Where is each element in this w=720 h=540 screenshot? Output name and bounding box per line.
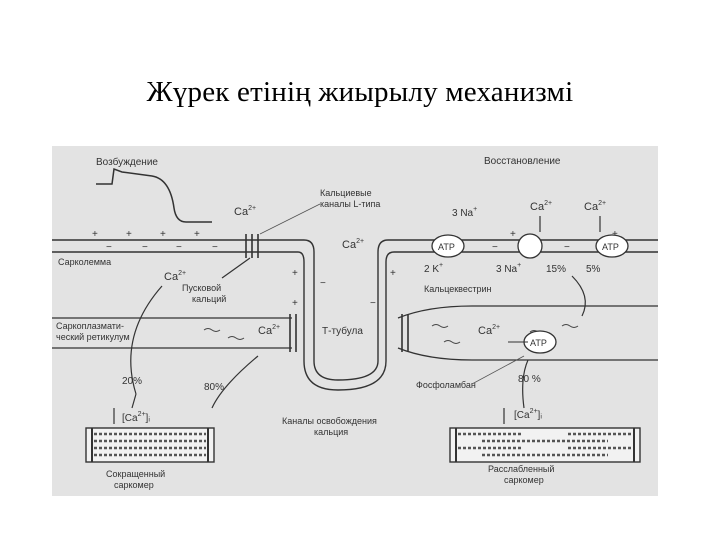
- release-channels: [289, 314, 409, 352]
- contracted-sarcomere: [85, 427, 215, 463]
- atp-pump-nak: [431, 234, 465, 258]
- charge-minus: −: [492, 242, 498, 253]
- sarcolemma-label: Сарколемма: [58, 257, 111, 267]
- ca-i-label: [Ca2+]ᵢ: [122, 411, 150, 424]
- charge-plus: +: [292, 268, 298, 279]
- excitation-label: Возбуждение: [96, 156, 158, 168]
- exchanger-label: Кальцеквестрин: [424, 284, 492, 294]
- phospholamban-label: Фосфоламбан: [416, 380, 476, 390]
- action-potential-curve: [96, 167, 212, 223]
- pct-80-label: 80%: [204, 382, 224, 393]
- charge-minus: −: [320, 278, 326, 289]
- relaxed-sarcomere: [449, 427, 641, 463]
- ca-influx-arrow: [221, 257, 251, 279]
- t-tubule-label: Т-тубула: [322, 325, 363, 337]
- ca-label: Ca2+: [530, 200, 552, 213]
- charge-minus: −: [370, 298, 376, 309]
- pct-20-label: 20%: [122, 376, 142, 387]
- charge-minus: −: [176, 242, 182, 253]
- atp-label: ATP: [602, 242, 619, 252]
- l-type-channels-label-line1: Кальциевые: [320, 188, 372, 198]
- membrane-charges: + + + + − − − − + + − + − − + − +: [92, 229, 618, 309]
- atp-pump-sarcolemma: [595, 234, 629, 258]
- sarcoplasmic-reticulum: [52, 305, 658, 361]
- ca-label: Ca2+: [258, 324, 280, 337]
- contracted-sarcomere-label-line1: Сокращенный: [106, 469, 165, 479]
- charge-minus: −: [564, 242, 570, 253]
- trigger-calcium-label-line1: Пусковой: [182, 283, 221, 293]
- atp-label: ATP: [438, 242, 455, 252]
- release-channels-label-line2: кальция: [314, 427, 348, 437]
- charge-plus: +: [390, 268, 396, 279]
- charge-plus: +: [194, 229, 200, 240]
- charge-minus: −: [106, 242, 112, 253]
- pct-80b-label: 80 %: [518, 374, 541, 385]
- charge-plus: +: [292, 298, 298, 309]
- charge-minus: −: [142, 242, 148, 253]
- charge-plus: +: [160, 229, 166, 240]
- atp-label: ATP: [530, 338, 547, 348]
- ca-label: Ca2+: [234, 205, 256, 218]
- ca-label: Ca2+: [478, 324, 500, 337]
- na-label: 3 Na+: [452, 206, 477, 219]
- pct-5-label: 5%: [586, 264, 601, 275]
- l-type-channels-label-line2: каналы L-типа: [320, 199, 380, 209]
- sr-label-line2: ческий ретикулум: [56, 332, 130, 342]
- ca-i-arrows: [113, 408, 505, 424]
- na-ca-exchanger: [517, 233, 543, 259]
- trigger-calcium-label-line2: кальций: [192, 294, 226, 304]
- ca-label: Ca2+: [584, 200, 606, 213]
- na-label: 3 Na+: [496, 262, 521, 275]
- charge-plus: +: [510, 229, 516, 240]
- slide-title: Жүрек етінің жиырылу механизмі: [146, 76, 574, 108]
- calcium-cycle-diagram: Возбуждение Восстановление Сарколемма + …: [52, 146, 658, 496]
- recovery-label: Восстановление: [484, 156, 561, 167]
- sarcolemma-membrane: [52, 239, 658, 391]
- l-type-calcium-channel: [245, 234, 259, 258]
- release-channels-label-line1: Каналы освобождения: [282, 416, 377, 426]
- recovery-arrows: [539, 216, 601, 317]
- ca-i-label: [Ca2+]ᵢ: [514, 408, 542, 421]
- pct-15-label: 15%: [546, 264, 566, 275]
- ca-label: Ca2+: [342, 238, 364, 251]
- charge-plus: +: [126, 229, 132, 240]
- k-label: 2 K+: [424, 262, 443, 275]
- relaxed-sarcomere-label-line2: саркомер: [504, 475, 544, 485]
- charge-plus: +: [612, 229, 618, 240]
- flux-arrows: [130, 285, 529, 409]
- relaxed-sarcomere-label-line1: Расслабленный: [488, 464, 554, 474]
- charge-plus: +: [92, 229, 98, 240]
- contracted-sarcomere-label-line2: саркомер: [114, 480, 154, 490]
- leader-line: [259, 203, 321, 235]
- ca-label: Ca2+: [164, 270, 186, 283]
- charge-minus: −: [212, 242, 218, 253]
- sr-label-line1: Саркоплазмати-: [56, 321, 124, 331]
- leader-line: [471, 355, 525, 385]
